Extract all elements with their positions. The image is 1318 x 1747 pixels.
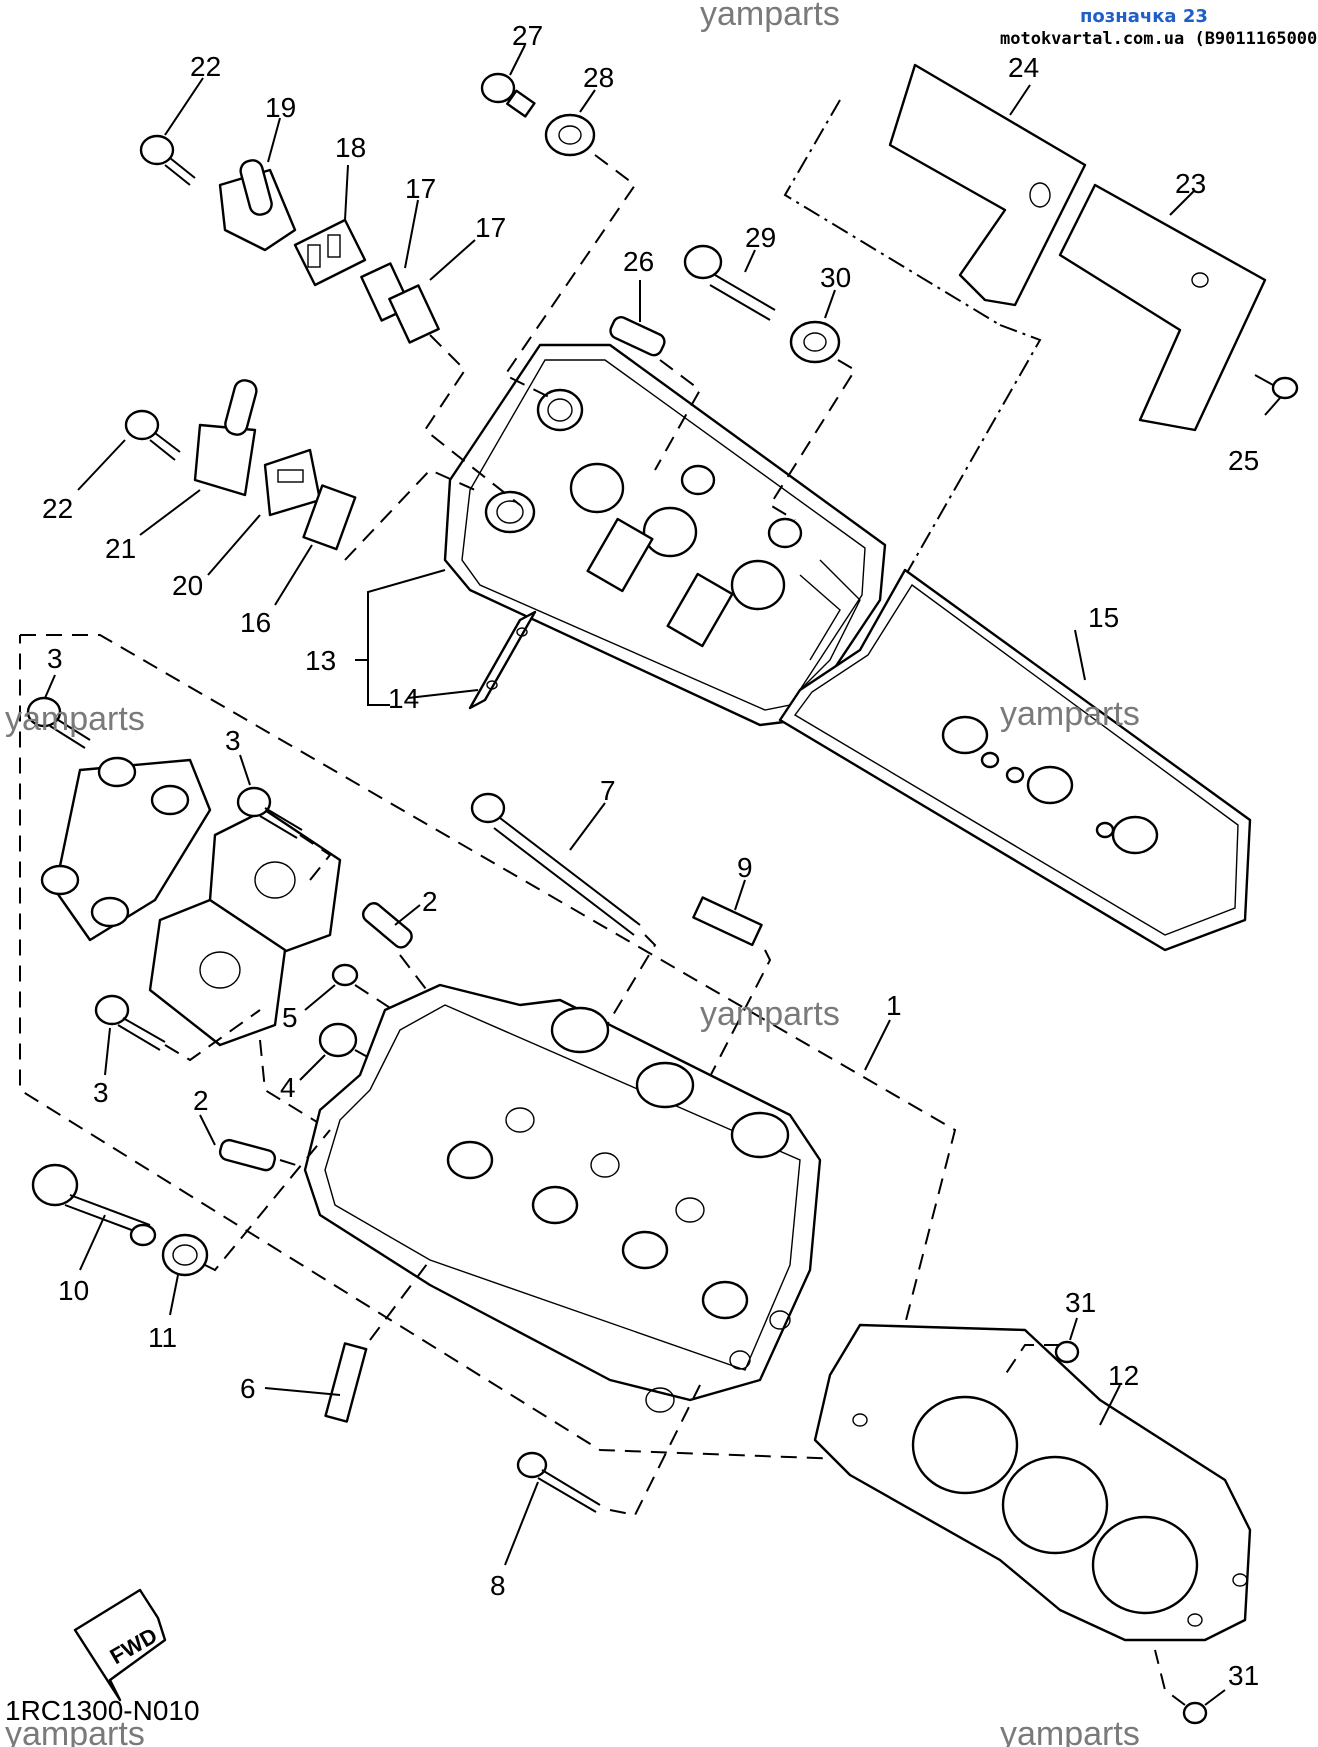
callout-10: 10 bbox=[58, 1275, 89, 1306]
callout-9: 9 bbox=[737, 852, 753, 883]
callout-20: 20 bbox=[172, 570, 203, 601]
spark-plug-9 bbox=[692, 896, 763, 947]
callout-31-top: 31 bbox=[1065, 1287, 1096, 1318]
callout-16: 16 bbox=[240, 607, 271, 638]
valve-cover bbox=[443, 343, 887, 727]
callout-5: 5 bbox=[282, 1002, 298, 1033]
bolt-3-b bbox=[236, 786, 303, 839]
bolt-27 bbox=[480, 72, 536, 118]
callout-31-bottom: 31 bbox=[1228, 1660, 1259, 1691]
callout-18: 18 bbox=[335, 132, 366, 163]
cover-plate-14 bbox=[468, 610, 537, 710]
callout-12: 12 bbox=[1108, 1360, 1139, 1391]
bolt-22-lower bbox=[124, 409, 181, 461]
bracket-plate-24 bbox=[888, 63, 1087, 307]
head-gasket-12 bbox=[813, 1323, 1252, 1642]
dowel-31-bottom bbox=[1182, 1701, 1208, 1725]
callout-14: 14 bbox=[388, 683, 419, 714]
gasket-guide-line bbox=[783, 99, 1001, 326]
callout-2-upper: 2 bbox=[422, 886, 438, 917]
callout-13: 13 bbox=[305, 645, 336, 676]
callout-22-top: 22 bbox=[190, 51, 221, 82]
callout-27: 27 bbox=[512, 20, 543, 51]
fwd-arrow-icon: FWD bbox=[73, 1588, 167, 1702]
callout-labels: 22 19 18 17 17 27 28 24 23 26 29 30 25 2… bbox=[42, 20, 1259, 1691]
diagram-code: 1RC1300-N010 bbox=[5, 1695, 200, 1726]
callout-1: 1 bbox=[886, 990, 902, 1021]
dowel-26 bbox=[609, 316, 666, 357]
callout-15: 15 bbox=[1088, 602, 1119, 633]
bolt-22-top bbox=[139, 134, 196, 186]
valve-guide-2-upper bbox=[361, 902, 413, 949]
grommet-28 bbox=[544, 113, 596, 157]
callout-19: 19 bbox=[265, 92, 296, 123]
callout-3a: 3 bbox=[47, 643, 63, 674]
valve-guide-2-lower bbox=[218, 1138, 277, 1172]
callout-3c: 3 bbox=[93, 1077, 109, 1108]
dowel-31-top bbox=[1054, 1340, 1080, 1364]
header-site-text: motokvartal.com.ua (B90111650000) bbox=[1000, 29, 1318, 49]
callout-21: 21 bbox=[105, 533, 136, 564]
callout-28: 28 bbox=[583, 62, 614, 93]
callout-6: 6 bbox=[240, 1373, 256, 1404]
callout-23: 23 bbox=[1175, 168, 1206, 199]
reed-valve-16 bbox=[302, 484, 357, 551]
callout-2-lower: 2 bbox=[193, 1085, 209, 1116]
watermark-center: yamparts bbox=[700, 995, 840, 1033]
bolt-7 bbox=[470, 792, 641, 936]
watermark-bottom-right: yamparts bbox=[1000, 1715, 1140, 1747]
callout-29: 29 bbox=[745, 222, 776, 253]
watermark-left: yamparts bbox=[5, 700, 145, 738]
dowel-5 bbox=[331, 963, 359, 987]
watermark-bottom-left: yamparts bbox=[5, 1715, 145, 1747]
callout-17a: 17 bbox=[405, 173, 436, 204]
cylinder-head bbox=[303, 983, 822, 1413]
bolt-3-a bbox=[26, 696, 91, 749]
watermark-top: yamparts bbox=[700, 0, 840, 33]
seal-11 bbox=[161, 1233, 209, 1277]
callout-4: 4 bbox=[280, 1072, 296, 1103]
reed-plate-20 bbox=[263, 448, 322, 517]
bolt-25 bbox=[1254, 374, 1299, 400]
reed-cover-21 bbox=[193, 379, 258, 497]
callout-11: 11 bbox=[148, 1322, 177, 1353]
bracket-plate-23 bbox=[1058, 183, 1267, 432]
callout-25: 25 bbox=[1228, 445, 1259, 476]
callout-17b: 17 bbox=[475, 212, 506, 243]
cam-cap-left bbox=[40, 756, 212, 942]
reed-cover-19 bbox=[218, 159, 297, 252]
callout-22-lower: 22 bbox=[42, 493, 73, 524]
plug-4 bbox=[318, 1022, 358, 1058]
cover-gasket-15 bbox=[778, 568, 1252, 952]
valve-10 bbox=[31, 1163, 157, 1247]
bolt-29 bbox=[683, 244, 776, 321]
watermark-right-upper: yamparts bbox=[1000, 695, 1140, 733]
header-label-link[interactable]: позначка 23 bbox=[1080, 6, 1208, 27]
bolt-8 bbox=[516, 1451, 601, 1513]
reed-plate-18 bbox=[293, 218, 367, 287]
callout-24: 24 bbox=[1008, 52, 1039, 83]
reed-valve-17b bbox=[388, 284, 440, 344]
callout-26: 26 bbox=[623, 246, 654, 277]
stud-6 bbox=[324, 1342, 368, 1423]
cam-cap-center-lower bbox=[148, 898, 287, 1047]
callout-7: 7 bbox=[600, 775, 616, 806]
grommet-30 bbox=[789, 320, 841, 364]
callout-30: 30 bbox=[820, 262, 851, 293]
callout-3b: 3 bbox=[225, 725, 241, 756]
bolt-3-c bbox=[94, 994, 166, 1051]
callout-8: 8 bbox=[490, 1570, 506, 1601]
